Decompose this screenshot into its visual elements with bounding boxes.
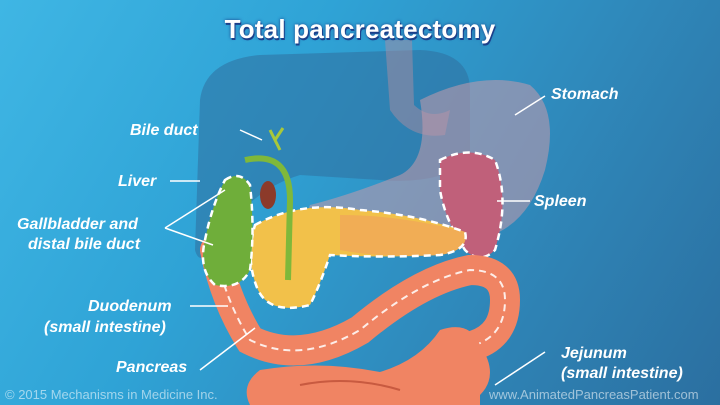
label-liver: Liver	[118, 173, 157, 190]
label-gallbladder-line1: Gallbladder and	[17, 216, 138, 233]
label-stomach: Stomach	[551, 86, 619, 103]
label-pancreas: Pancreas	[116, 359, 188, 376]
website-text: www.AnimatedPancreasPatient.com	[489, 387, 699, 402]
bile-duct-shape	[244, 155, 294, 281]
copyright-text: © 2015 Mechanisms in Medicine Inc.	[5, 387, 218, 402]
leader-lines	[164, 95, 546, 386]
label-spleen: Spleen	[534, 193, 587, 210]
label-jejunum-line1: Jejunum	[561, 345, 627, 362]
label-jejunum-line2: (small intestine)	[561, 365, 683, 382]
jejunum-shape	[246, 327, 490, 405]
label-duodenum-line2: (small intestine)	[44, 319, 166, 336]
liver-shape	[195, 50, 470, 258]
esophagus-shape	[385, 40, 450, 136]
page-title: Total pancreatectomy	[224, 14, 496, 44]
label-gallbladder-line2: distal bile duct	[28, 236, 141, 253]
label-duodenum-line1: Duodenum	[88, 298, 172, 315]
stomach-cut-end	[260, 181, 276, 209]
label-bile-duct: Bile duct	[130, 122, 198, 139]
